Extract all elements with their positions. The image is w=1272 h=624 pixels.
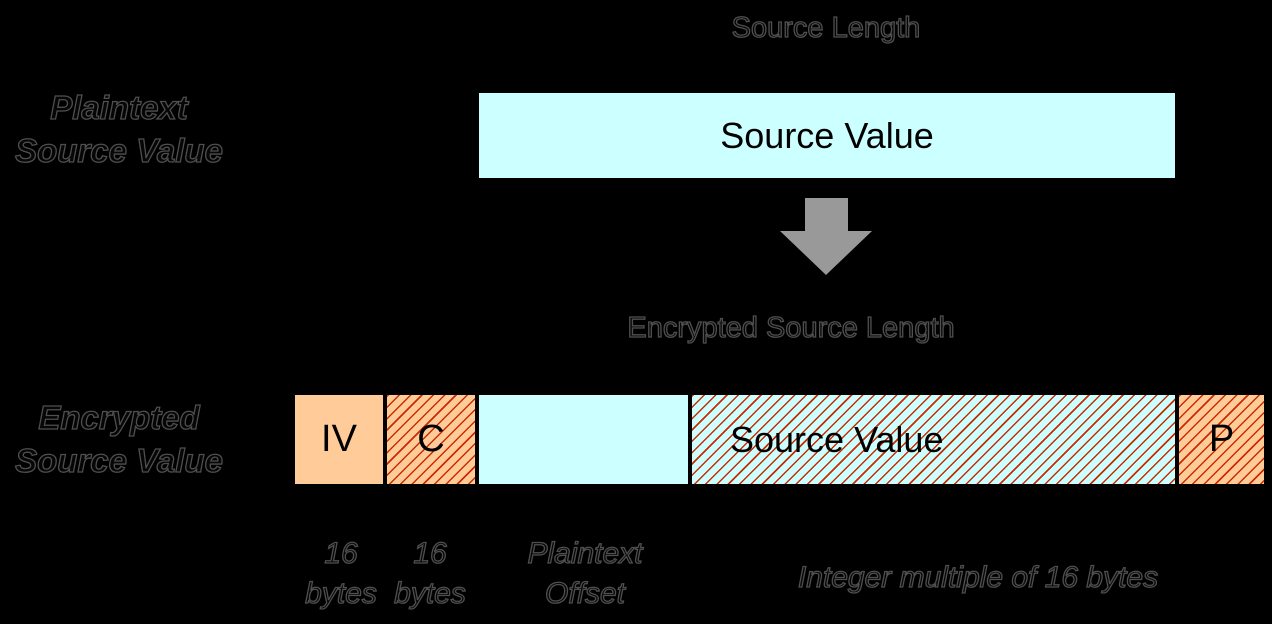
segment-c-box: C <box>385 393 477 486</box>
source-length-label: Source Length <box>731 11 921 44</box>
segment-iv-label: IV <box>321 418 357 460</box>
segment-c-label: C <box>417 418 445 460</box>
segment-source-value-label: Source Value <box>730 418 944 460</box>
iv-size-line2: bytes <box>304 576 377 610</box>
plaintext-offset-line1: Plaintext <box>527 536 643 570</box>
segment-iv-box: IV <box>293 393 385 486</box>
plaintext-row-label-line2: Source Value <box>14 131 223 169</box>
c-size-line2: bytes <box>393 576 466 610</box>
plaintext-offset-annotation: Plaintext Offset <box>505 534 665 614</box>
down-arrow-icon <box>771 198 881 276</box>
encrypted-row-label-line1: Encrypted <box>38 398 201 436</box>
encrypted-row-label: Encrypted Source Value <box>0 396 238 482</box>
plaintext-offset-line2: Offset <box>544 576 626 610</box>
c-size-annotation: 16 bytes <box>380 534 480 614</box>
encrypted-row-label-line2: Source Value <box>14 441 223 479</box>
plaintext-row-label: Plaintext Source Value <box>0 86 238 172</box>
encrypted-source-length-label: Encrypted Source Length <box>627 311 956 344</box>
plaintext-row-label-line1: Plaintext <box>50 88 189 126</box>
segment-p-box: P <box>1177 393 1266 486</box>
plaintext-source-value-box: Source Value <box>477 91 1177 180</box>
segment-p-label: P <box>1208 418 1235 460</box>
source-value-size-annotation: Integer multiple of 16 bytes <box>797 560 1159 594</box>
segment-plaintext-offset-box <box>477 393 690 486</box>
iv-size-annotation: 16 bytes <box>291 534 391 614</box>
c-size-line1: 16 <box>413 536 448 570</box>
segment-source-value-box: Source Value <box>690 393 1177 486</box>
iv-size-line1: 16 <box>324 536 359 570</box>
plaintext-source-value-box-label: Source Value <box>720 114 934 156</box>
